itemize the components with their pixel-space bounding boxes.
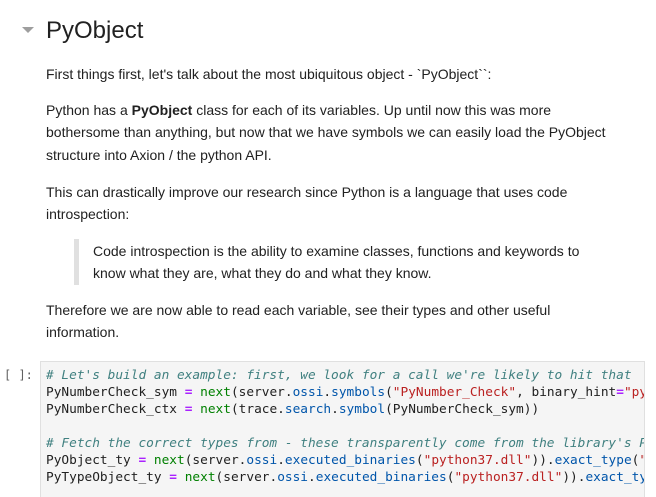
code-line: PyTypeObject_ty = next(server.ossi.execu… bbox=[46, 469, 644, 486]
code-token: "python37.dll" bbox=[423, 453, 532, 468]
code-token: = bbox=[169, 470, 177, 485]
code-token: . bbox=[323, 385, 332, 400]
code-token: . bbox=[331, 402, 339, 417]
code-token: next bbox=[153, 453, 185, 468]
code-token: next bbox=[184, 470, 216, 485]
code-token: (trace. bbox=[230, 402, 285, 417]
code-token: = bbox=[138, 453, 147, 468]
code-token: = bbox=[184, 402, 193, 417]
code-token: (PyNumberCheck_sym)) bbox=[385, 402, 540, 417]
introspection-text-line2: introspection: bbox=[46, 206, 130, 223]
code-token bbox=[192, 385, 200, 400]
code-token: next bbox=[200, 385, 231, 400]
conclusion-paragraph: Therefore we are now able to read each v… bbox=[46, 299, 626, 344]
code-token: (server. bbox=[215, 470, 278, 485]
code-token: next bbox=[200, 402, 231, 417]
code-token: ossi bbox=[246, 453, 278, 468]
code-token: . bbox=[308, 470, 316, 485]
code-token: exact_type bbox=[554, 453, 632, 468]
cell-execution-prompt: [ ]: bbox=[4, 368, 33, 382]
code-token: ( bbox=[446, 470, 455, 485]
page-title: PyObject bbox=[46, 17, 144, 44]
code-token: exact_type bbox=[585, 470, 644, 485]
introspection-text-line1: This can drastically improve our researc… bbox=[46, 184, 568, 200]
code-token: PyNumberCheck_ctx bbox=[46, 402, 185, 417]
code-token: . bbox=[277, 453, 285, 468]
code-token: ossi bbox=[292, 385, 324, 400]
code-token: (server. bbox=[230, 385, 293, 400]
blockquote: Code introspection is the ability to exa… bbox=[74, 239, 599, 285]
intro-text: First things first, let's talk about the… bbox=[46, 66, 492, 82]
code-token: , binary_hint bbox=[516, 385, 617, 400]
conclusion-text-line2: information. bbox=[46, 324, 120, 341]
code-line bbox=[46, 418, 644, 435]
code-token: )). bbox=[562, 470, 586, 485]
code-token: symbol bbox=[338, 402, 386, 417]
code-token bbox=[146, 453, 154, 468]
code-token: ossi bbox=[277, 470, 309, 485]
intro-paragraph: First things first, let's talk about the… bbox=[46, 63, 626, 85]
code-line: PyNumberCheck_ctx = next(trace.search.sy… bbox=[46, 401, 644, 418]
code-line: # Let's build an example: first, we look… bbox=[46, 367, 644, 384]
pyobject-paragraph: Python has a PyObject class for each of … bbox=[46, 99, 626, 166]
blockquote-line2: know what they are, what they do and wha… bbox=[93, 265, 432, 282]
code-token: )). bbox=[531, 453, 555, 468]
code-token: PyObject_ty bbox=[46, 453, 139, 468]
conclusion-text-line1: Therefore we are now able to read each v… bbox=[46, 302, 551, 318]
code-token: "PyNumber_Check" bbox=[392, 385, 517, 400]
code-token: = bbox=[616, 385, 624, 400]
code-block: # Let's build an example: first, we look… bbox=[46, 367, 645, 486]
code-token: # Let's build an example: first, we look… bbox=[46, 368, 632, 383]
pyobject-text-rest: class for each of its variables. Up unti… bbox=[192, 102, 552, 118]
code-token: # Fetch the correct types from - these t… bbox=[46, 436, 645, 451]
code-token: = bbox=[184, 385, 193, 400]
code-token bbox=[177, 470, 185, 485]
code-cell-editor[interactable]: # Let's build an example: first, we look… bbox=[40, 361, 645, 497]
code-token: "_object" bbox=[639, 453, 644, 468]
code-token: executed_binaries bbox=[315, 470, 447, 485]
code-token: "python37.dll" bbox=[454, 470, 563, 485]
code-line: # Fetch the correct types from - these t… bbox=[46, 435, 645, 452]
code-token: ( bbox=[385, 385, 393, 400]
code-token bbox=[192, 402, 200, 417]
pyobject-bold: PyObject bbox=[131, 102, 193, 118]
code-token: executed_binaries bbox=[284, 453, 416, 468]
code-token: (server. bbox=[184, 453, 247, 468]
code-token: PyNumberCheck_sym bbox=[46, 385, 185, 400]
code-line: PyNumberCheck_sym = next(server.ossi.sym… bbox=[46, 384, 645, 401]
code-line: PyObject_ty = next(server.ossi.executed_… bbox=[46, 452, 644, 469]
pyobject-text-line3: structure into Axion / the python API. bbox=[46, 146, 272, 163]
blockquote-text: Code introspection is the ability to exa… bbox=[93, 240, 593, 285]
blockquote-line1: Code introspection is the ability to exa… bbox=[93, 243, 580, 259]
collapse-heading-icon[interactable] bbox=[22, 27, 34, 33]
code-token: ( bbox=[631, 453, 640, 468]
pyobject-text-line2: bothersome than anything, but now that w… bbox=[46, 124, 606, 141]
introspection-paragraph: This can drastically improve our researc… bbox=[46, 181, 626, 226]
pyobject-text-prefix: Python has a bbox=[46, 102, 132, 118]
code-token: PyTypeObject_ty bbox=[46, 470, 170, 485]
code-token: "python37.dll" bbox=[623, 385, 645, 400]
code-token: search bbox=[284, 402, 332, 417]
code-token: symbols bbox=[331, 385, 386, 400]
code-token: ( bbox=[415, 453, 424, 468]
